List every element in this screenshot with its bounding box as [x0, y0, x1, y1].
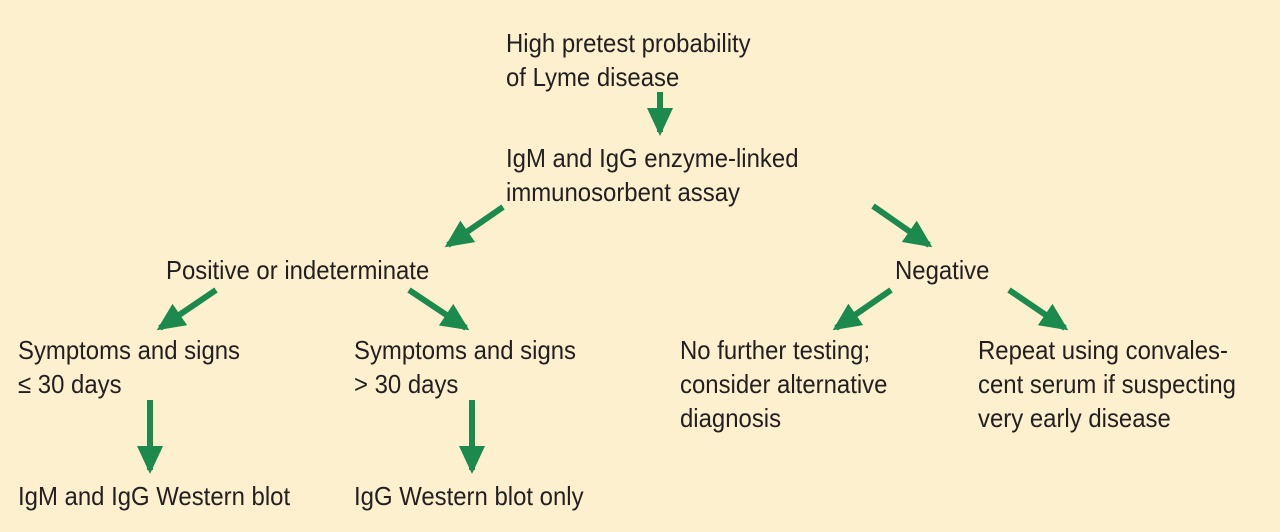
- elisa-node: IgM and IgG enzyme-linked immunosorbent …: [506, 143, 799, 207]
- arrow-negative-to-no-further: [832, 287, 893, 331]
- repeat-testing-node: Repeat using convales- cent serum if sus…: [978, 335, 1236, 433]
- arrow-elisa-to-positive: [444, 204, 505, 248]
- arrow-elisa-to-negative: [871, 203, 933, 248]
- late-symptoms-node: Symptoms and signs > 30 days: [354, 335, 577, 399]
- arrow-positive-to-early: [156, 287, 218, 331]
- early-symptoms-node: Symptoms and signs ≤ 30 days: [18, 335, 241, 399]
- arrow-positive-to-late: [407, 287, 470, 331]
- late-test-node: IgG Western blot only: [354, 481, 584, 511]
- root-node: High pretest probability of Lyme disease: [506, 28, 751, 92]
- no-further-testing-node: No further testing; consider alternative…: [680, 335, 888, 433]
- early-test-node: IgM and IgG Western blot: [18, 481, 291, 511]
- negative-node: Negative: [895, 255, 990, 285]
- arrow-negative-to-repeat: [1007, 287, 1069, 331]
- positive-node: Positive or indeterminate: [166, 255, 430, 285]
